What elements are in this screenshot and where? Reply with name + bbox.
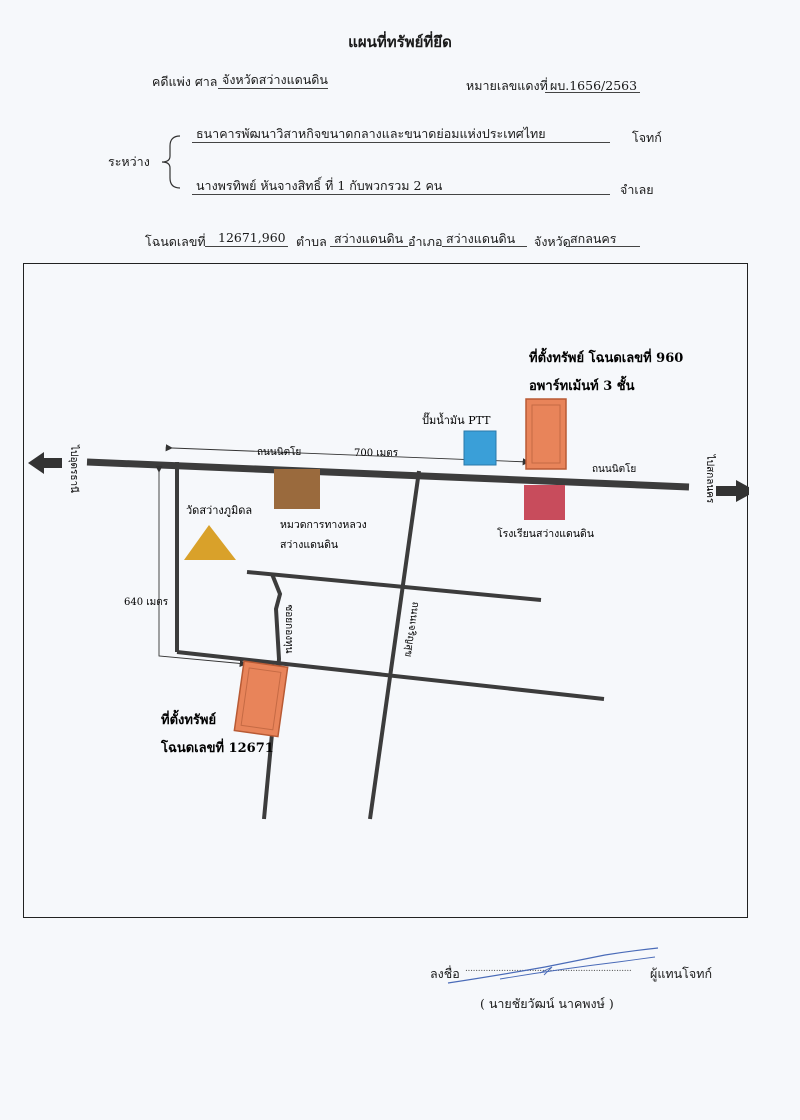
sign-label: ลงชื่อ (430, 966, 460, 981)
property-12671-building (233, 660, 289, 738)
province-value: สกลนคร (570, 231, 617, 246)
label-property-12671-line2: โฉนดเลขที่ 12671 (160, 738, 274, 756)
label-road-charoensuk: ถนนเจริญสุข (402, 601, 421, 658)
amphoe-value: สว่างแดนดิน (446, 231, 516, 246)
label-highway-office-line2: สว่างแดนดิน (280, 539, 338, 551)
label-road-niti-left: ถนนนิตโย (257, 445, 301, 458)
label-road-kongthun: ซอยกองทุน (283, 604, 294, 653)
location-map: ไปอุดรธานี ไปสกลนคร ถนนนิตโย 700 เมตร ถน… (28, 347, 749, 820)
handwritten-signature (447, 947, 659, 984)
document-title: แผนที่ทรัพย์ที่ยึด (348, 33, 452, 51)
tambon-label: ตำบล (296, 234, 327, 249)
label-distance-640: 640 เมตร (124, 597, 169, 608)
brace-icon (161, 135, 181, 189)
signer-name: ( นายชัยวัฒน์ นาคพงษ์ ) (480, 996, 614, 1011)
tambon-value: สว่างแดนดิน (334, 231, 404, 246)
plaintiff-role: โจทก์ (632, 130, 662, 145)
arrow-right-icon (716, 480, 749, 502)
defendant-role: จำเลย (620, 182, 654, 197)
school-marker (524, 485, 565, 520)
label-school: โรงเรียนสว่างแดนดิน (497, 527, 594, 540)
property-960-building (525, 398, 567, 470)
label-property-12671-line1: ที่ตั้งทรัพย์ (161, 709, 216, 728)
between-label: ระหว่าง (108, 154, 150, 169)
road-charoensuk (368, 470, 421, 820)
label-ptt: ปั๊มน้ำมัน PTT (422, 412, 491, 427)
road-middle (246, 570, 542, 602)
defendant-name: นางพรทิพย์ หันจางสิทธิ์ ที่ 1 กับพวกรวม … (196, 178, 443, 193)
case-number-label: หมายเลขแดงที่ (466, 78, 548, 93)
label-property-960-line1: ที่ตั้งทรัพย์ โฉนดเลขที่ 960 (529, 347, 683, 366)
arrow-left-icon (28, 452, 62, 474)
label-to-udon: ไปอุดรธานี (68, 444, 80, 493)
ptt-station-marker (463, 430, 497, 466)
label-highway-office-line1: หมวดการทางหลวง (280, 519, 367, 531)
label-property-960-line2: อพาร์ทเม้นท์ 3 ชั้น (529, 375, 635, 394)
label-road-niti-right: ถนนนิตโย (592, 462, 636, 475)
court-name: จังหวัดสว่างแดนดิน (222, 72, 328, 87)
map-frame: ไปอุดรธานี ไปสกลนคร ถนนนิตโย 700 เมตร ถน… (23, 263, 749, 918)
plaintiff-name: ธนาคารพัฒนาวิสาหกิจขนาดกลางและขนาดย่อมแห… (196, 126, 546, 141)
province-label: จังหวัด (534, 234, 571, 249)
label-to-sakon: ไปสกลนคร (704, 454, 716, 504)
deed-label: โฉนดเลขที่ (145, 234, 206, 249)
label-temple: วัดสว่างภูมิดล (186, 504, 252, 517)
case-label: คดีแพ่ง ศาล (152, 74, 218, 89)
label-distance-700: 700 เมตร (354, 448, 399, 459)
case-number: ผบ.1656/2563 (550, 78, 638, 93)
signer-role: ผู้แทนโจทก์ (650, 966, 713, 981)
deed-number: 12671,960 (218, 230, 286, 245)
temple-marker (184, 525, 236, 560)
distance-640-arrow (155, 465, 247, 668)
highway-office-marker (274, 469, 320, 509)
amphoe-label: อำเภอ (408, 234, 443, 249)
